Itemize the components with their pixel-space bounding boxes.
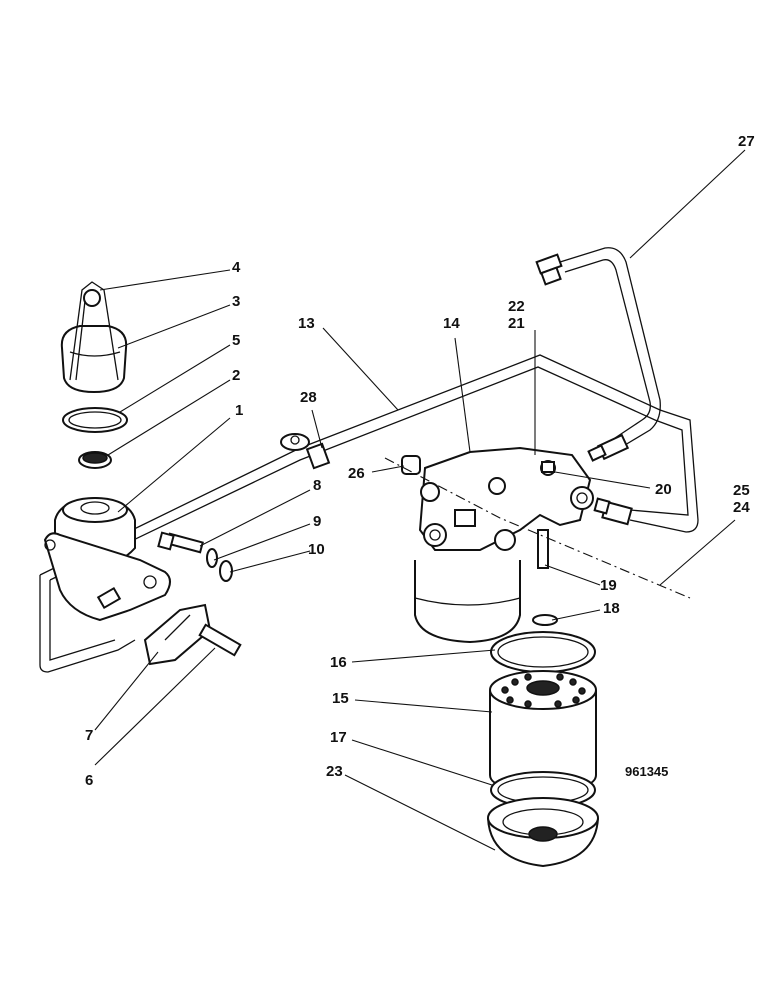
callout-18: 18 (603, 600, 620, 617)
sealing-ring-18 (532, 614, 558, 626)
callout-22: 22 (508, 298, 525, 315)
callout-13: 13 (298, 315, 315, 332)
leader-lines (94, 149, 746, 851)
fuel-pipe-13 (39, 354, 699, 673)
gauze-filter-2 (78, 451, 112, 469)
callout-17: 17 (330, 729, 347, 746)
retaining-clamp-4 (69, 281, 119, 381)
callout-15: 15 (332, 690, 349, 707)
callout-2: 2 (232, 367, 240, 384)
filter-bowl-upper (414, 560, 521, 644)
callout-numbers: 1 2 3 4 5 6 7 8 9 10 13 14 15 16 17 18 1… (85, 133, 755, 789)
callout-25: 25 (733, 482, 750, 499)
callout-3: 3 (232, 293, 240, 310)
callout-14: 14 (443, 315, 460, 332)
stud-bolt-8 (157, 531, 204, 554)
filter-element-15 (489, 670, 597, 794)
callout-24: 24 (733, 499, 750, 516)
drain-plug-19 (537, 529, 549, 569)
glass-bowl-3 (60, 325, 128, 394)
callout-27: 27 (738, 133, 755, 150)
pipe-clip-28 (280, 433, 331, 470)
centre-line (384, 457, 691, 599)
callout-1: 1 (235, 402, 243, 419)
callout-9: 9 (313, 513, 321, 530)
drawing-number: 961345 (625, 764, 668, 779)
callout-20: 20 (655, 481, 672, 498)
sealing-ring-16 (490, 631, 596, 673)
lift-pump-1 (43, 496, 171, 622)
callout-19: 19 (600, 577, 617, 594)
callout-5: 5 (232, 332, 240, 349)
callout-23: 23 (326, 763, 343, 780)
spring-washer-9 (206, 548, 218, 568)
callout-16: 16 (330, 654, 347, 671)
callout-6: 6 (85, 772, 93, 789)
callout-8: 8 (313, 477, 321, 494)
sealing-ring-5 (62, 407, 128, 433)
callout-10: 10 (308, 541, 325, 558)
filter-head-14 (418, 446, 594, 551)
callout-28: 28 (300, 389, 317, 406)
callout-26: 26 (348, 465, 365, 482)
pipe-fitting-24 (593, 497, 633, 526)
callout-4: 4 (232, 259, 241, 276)
fuel-pipe-27 (535, 247, 661, 462)
callout-7: 7 (85, 727, 93, 744)
push-rod-6 (198, 623, 242, 657)
callout-21: 21 (508, 315, 525, 332)
filter-base-23 (487, 797, 599, 868)
plain-washer-10 (219, 560, 233, 582)
